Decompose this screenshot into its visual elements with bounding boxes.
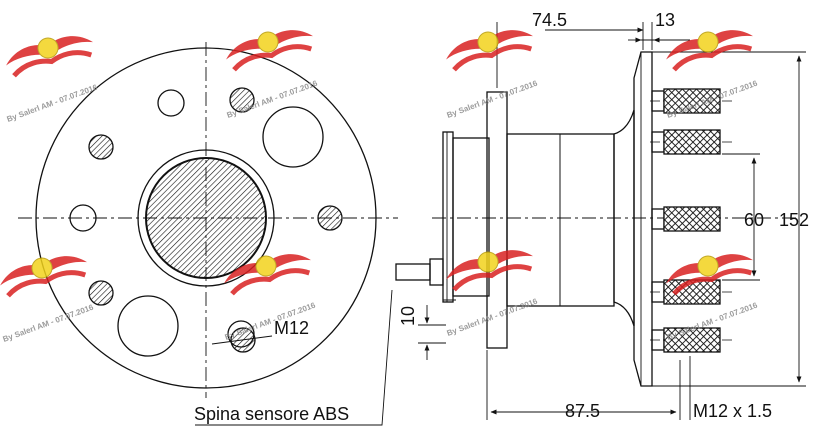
watermark-caption: By Salerl AM - 07.07.2016 <box>446 78 540 119</box>
flange-outline <box>35 47 377 389</box>
stud-thread <box>663 88 721 114</box>
dim-stud-thread: M12 x 1.5 <box>693 401 772 421</box>
stud-hole <box>229 87 255 113</box>
abs-sensor-pin <box>395 263 431 281</box>
stud-thread <box>663 206 721 232</box>
label-stud-thread-front: M12 <box>274 318 309 338</box>
dim-overall-width: 87.5 <box>565 401 600 421</box>
watermark-logo <box>446 30 534 72</box>
lightening-hole <box>262 106 324 168</box>
watermarks: By Salerl AM - 07.07.2016 By Salerl AM -… <box>0 30 759 344</box>
watermark-logo <box>666 30 754 72</box>
watermark-logo <box>666 254 754 296</box>
watermark-logo <box>224 254 312 296</box>
plain-hole <box>157 89 185 117</box>
watermark-logo <box>0 256 88 298</box>
hub-bore-outer <box>137 149 275 287</box>
stud-thread <box>663 327 721 353</box>
watermark-caption: By Salerl AM - 07.07.2016 <box>6 82 100 123</box>
dim-offset-left: 74.5 <box>532 10 567 30</box>
stud-thread <box>663 129 721 155</box>
dim-flange-diameter: 152 <box>779 210 809 230</box>
watermark-logo <box>446 250 534 292</box>
stud-hole <box>317 205 343 231</box>
stud-shank <box>651 208 665 230</box>
plain-hole <box>69 204 97 232</box>
wheel-flange <box>633 51 653 387</box>
watermark-logo <box>6 36 94 78</box>
hub-bore-hatched <box>145 157 267 279</box>
lightening-hole <box>117 295 179 357</box>
dim-flange-thickness: 13 <box>655 10 675 30</box>
stud-hole <box>88 134 114 160</box>
watermark-caption: By Salerl AM - 07.07.2016 <box>446 296 540 337</box>
inner-race <box>452 137 490 297</box>
dim-sensor-pin-length: 10 <box>398 306 418 326</box>
stud-hole <box>88 280 114 306</box>
sensor-pin-caption: Spina sensore ABS <box>194 404 349 424</box>
m12-leader <box>211 335 273 345</box>
dimensions <box>195 22 806 426</box>
watermark-caption: By Salerl AM - 07.07.2016 <box>2 302 96 343</box>
side-view <box>395 51 798 387</box>
dim-bolt-spacing: 60 <box>744 210 764 230</box>
front-view <box>18 42 398 398</box>
watermark-logo <box>226 30 314 72</box>
